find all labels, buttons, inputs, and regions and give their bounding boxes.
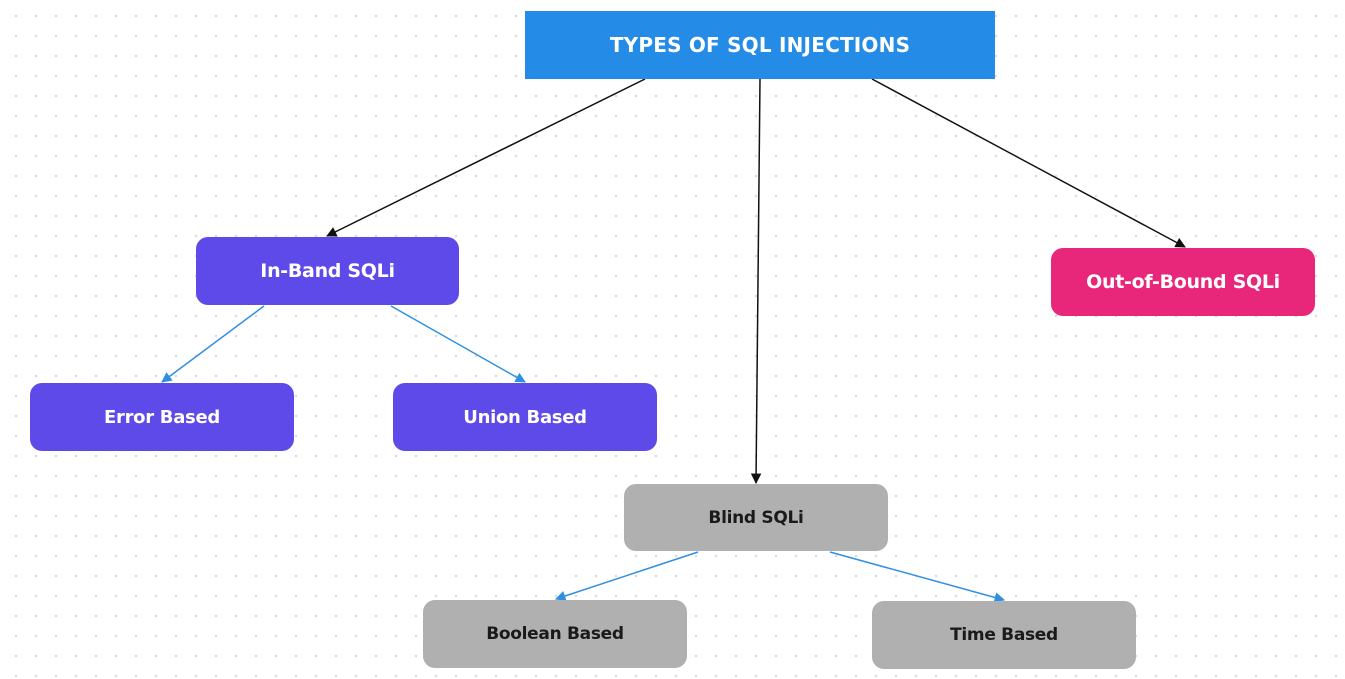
edge-in-band-to-union xyxy=(390,305,526,383)
node-blind-sqli: Blind SQLi xyxy=(624,484,888,551)
edge-root-to-out-of-bound xyxy=(871,78,1186,248)
edge-root-to-blind xyxy=(750,78,762,485)
edge-root-to-in-band xyxy=(326,78,646,237)
node-error-based: Error Based xyxy=(30,383,294,451)
node-boolean-based: Boolean Based xyxy=(423,600,687,668)
edge-in-band-to-error xyxy=(161,305,265,383)
node-in-band-sqli: In-Band SQLi xyxy=(196,237,459,305)
node-time-based: Time Based xyxy=(872,601,1136,669)
node-union-based: Union Based xyxy=(393,383,657,451)
root-node-types-of-sql-injections: TYPES OF SQL INJECTIONS xyxy=(525,11,995,79)
node-out-of-bound-sqli: Out-of-Bound SQLi xyxy=(1051,248,1315,316)
edge-blind-to-time xyxy=(829,551,1006,603)
edge-blind-to-boolean xyxy=(555,551,699,602)
